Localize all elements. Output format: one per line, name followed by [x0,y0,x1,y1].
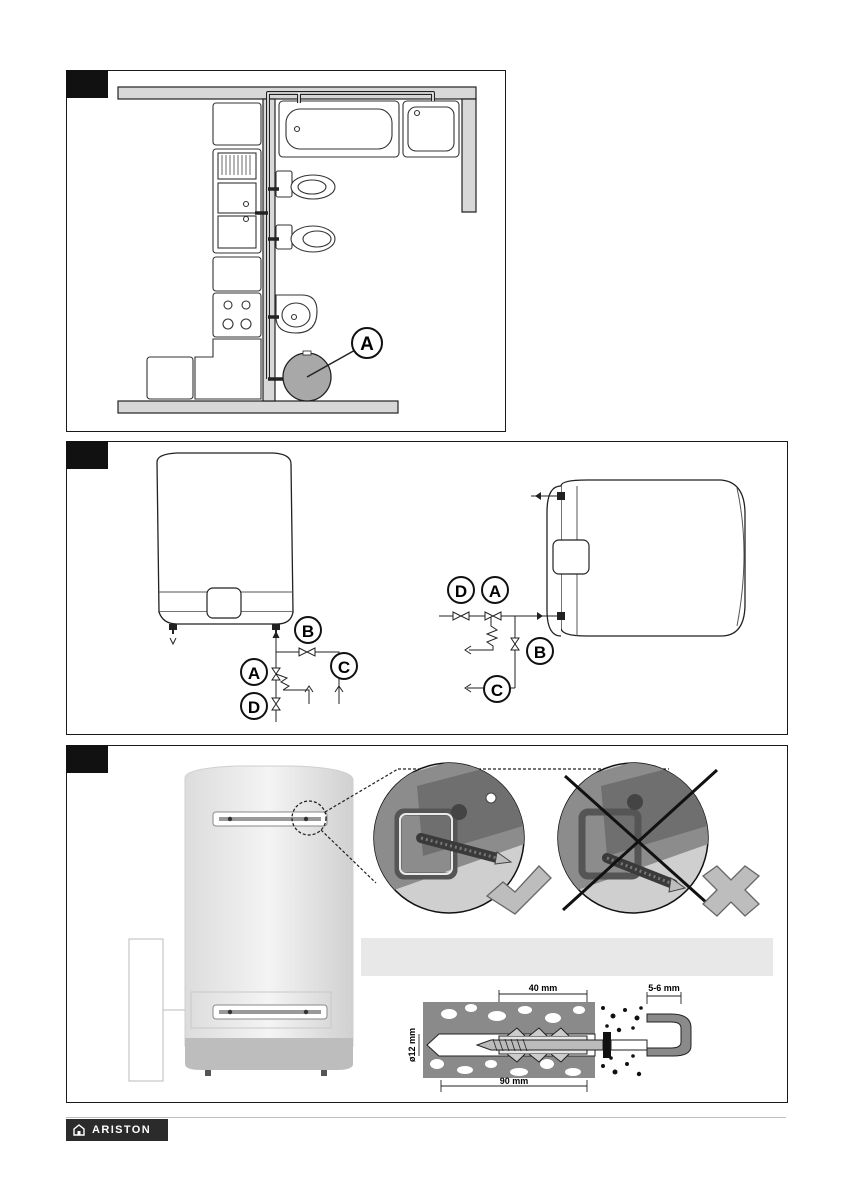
label-d: D [455,582,467,601]
cooktop [213,293,261,337]
brand-name: ARISTON [92,1124,151,1136]
dimension-gap: 5-6 mm [648,983,680,993]
figure-panel-wall-mounting: 40 mm 90 mm ø12 mm 5-6 mm [66,745,788,1103]
label-a: A [248,664,260,683]
brand-logo: ARISTON [66,1119,168,1141]
mounting-diagram: 40 mm 90 mm ø12 mm 5-6 mm [67,746,789,1104]
bathtub-inner [286,109,392,149]
vertical-water-heater [157,453,293,644]
anchor-cross-section [423,1002,691,1078]
kitchen-cabinet-3 [147,357,193,399]
corner-unit [195,339,261,399]
cross-mark-icon [703,866,759,916]
dimension-drill-diameter: ø12 mm [407,1028,417,1062]
house-logo-icon [72,1123,86,1137]
bidet-tank [276,225,292,249]
label-a: A [489,582,501,601]
footer-divider [66,1117,786,1118]
vertical-callouts: B A C D [241,617,357,719]
label-c: C [491,681,503,700]
label-b: B [302,622,314,641]
sink-bowl-1 [218,183,256,213]
dimension-drill-depth: 90 mm [500,1076,529,1086]
drilling-template [129,939,163,1081]
figure-panel-installation-layout: A [66,70,506,432]
figure-panel-hydraulic-connections: B A C D [66,441,788,735]
wall-right [462,99,476,212]
floor-plan-diagram: A [67,71,507,433]
kitchen-cabinet [213,103,261,145]
label-c: C [338,658,350,677]
wall-bottom [118,401,398,413]
horizontal-callouts: D A B C [448,577,553,702]
horizontal-water-heater [531,480,745,636]
label-a: A [360,334,374,355]
connection-diagram: B A C D [67,442,789,736]
kitchen-cabinet-2 [213,257,261,291]
sink-bowl-2 [218,216,256,248]
dimension-anchor-length: 40 mm [529,983,558,993]
toilet-tank [276,171,292,197]
label-b: B [534,643,546,662]
note-bar [361,938,773,976]
label-d: D [248,698,260,717]
water-heater-front-view [185,766,353,1076]
incorrect-installation-detail [551,736,731,913]
